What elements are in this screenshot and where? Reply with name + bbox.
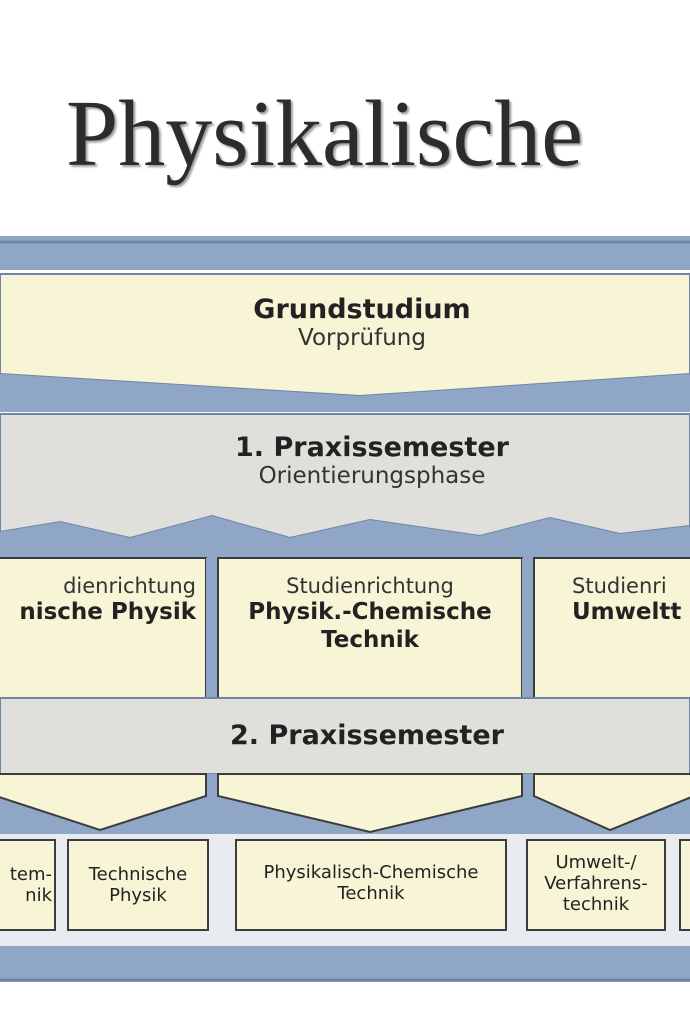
- specialization-3: Physikalisch-Chemische Technik: [263, 862, 479, 904]
- chevron-1: [0, 773, 207, 832]
- praxis2-label: 2. Praxissemester: [0, 720, 690, 751]
- band-1: [0, 374, 690, 412]
- study-diagram: Grundstudium Vorprüfung 1. Praxissemeste…: [0, 236, 690, 1020]
- divider-2: [522, 558, 534, 698]
- praxis2-title: 2. Praxissemester: [230, 720, 504, 751]
- direction-2: Studienrichtung Physik.-Chemische Techni…: [218, 574, 522, 654]
- specialization-2: Technische Physik: [88, 864, 188, 906]
- stage-box-1: [0, 839, 56, 931]
- direction-2-name: Physik.-Chemische Technik: [248, 599, 492, 653]
- chevron-3: [533, 773, 690, 832]
- specialization-1: tem- nik: [9, 864, 52, 906]
- page-title: Physikalische: [66, 82, 583, 186]
- praxis2-band: [0, 697, 690, 775]
- bottom-band: [0, 946, 690, 982]
- diagram-background: [0, 236, 690, 982]
- direction-1-name: nische Physik: [19, 599, 196, 625]
- chevron-2: [217, 773, 523, 834]
- grundstudium-title: Grundstudium: [253, 294, 471, 325]
- praxis1-label: 1. Praxissemester Orientierungsphase: [0, 432, 690, 489]
- direction-3: Studienri Umweltt: [572, 574, 690, 626]
- divider-1: [206, 558, 218, 698]
- stage-box-2: [67, 839, 209, 931]
- grundstudium-label: Grundstudium Vorprüfung: [0, 294, 690, 351]
- direction-2-label: Studienrichtung: [286, 574, 454, 598]
- praxis1-subtitle: Orientierungsphase: [258, 463, 486, 489]
- direction-3-name: Umweltt: [572, 599, 682, 625]
- direction-1: dienrichtung nische Physik: [0, 574, 196, 626]
- stage-box-3: [235, 839, 507, 931]
- direction-1-label: dienrichtung: [63, 574, 196, 598]
- band-2: [0, 516, 690, 558]
- stage-box-4: [526, 839, 666, 931]
- praxis1-title: 1. Praxissemester: [235, 432, 509, 463]
- direction-3-label: Studienri: [572, 574, 667, 598]
- direction-box-2: [217, 557, 523, 699]
- specialization-4: Umwelt-/ Verfahrens- technik: [544, 852, 648, 915]
- grundstudium-subtitle: Vorprüfung: [298, 325, 426, 351]
